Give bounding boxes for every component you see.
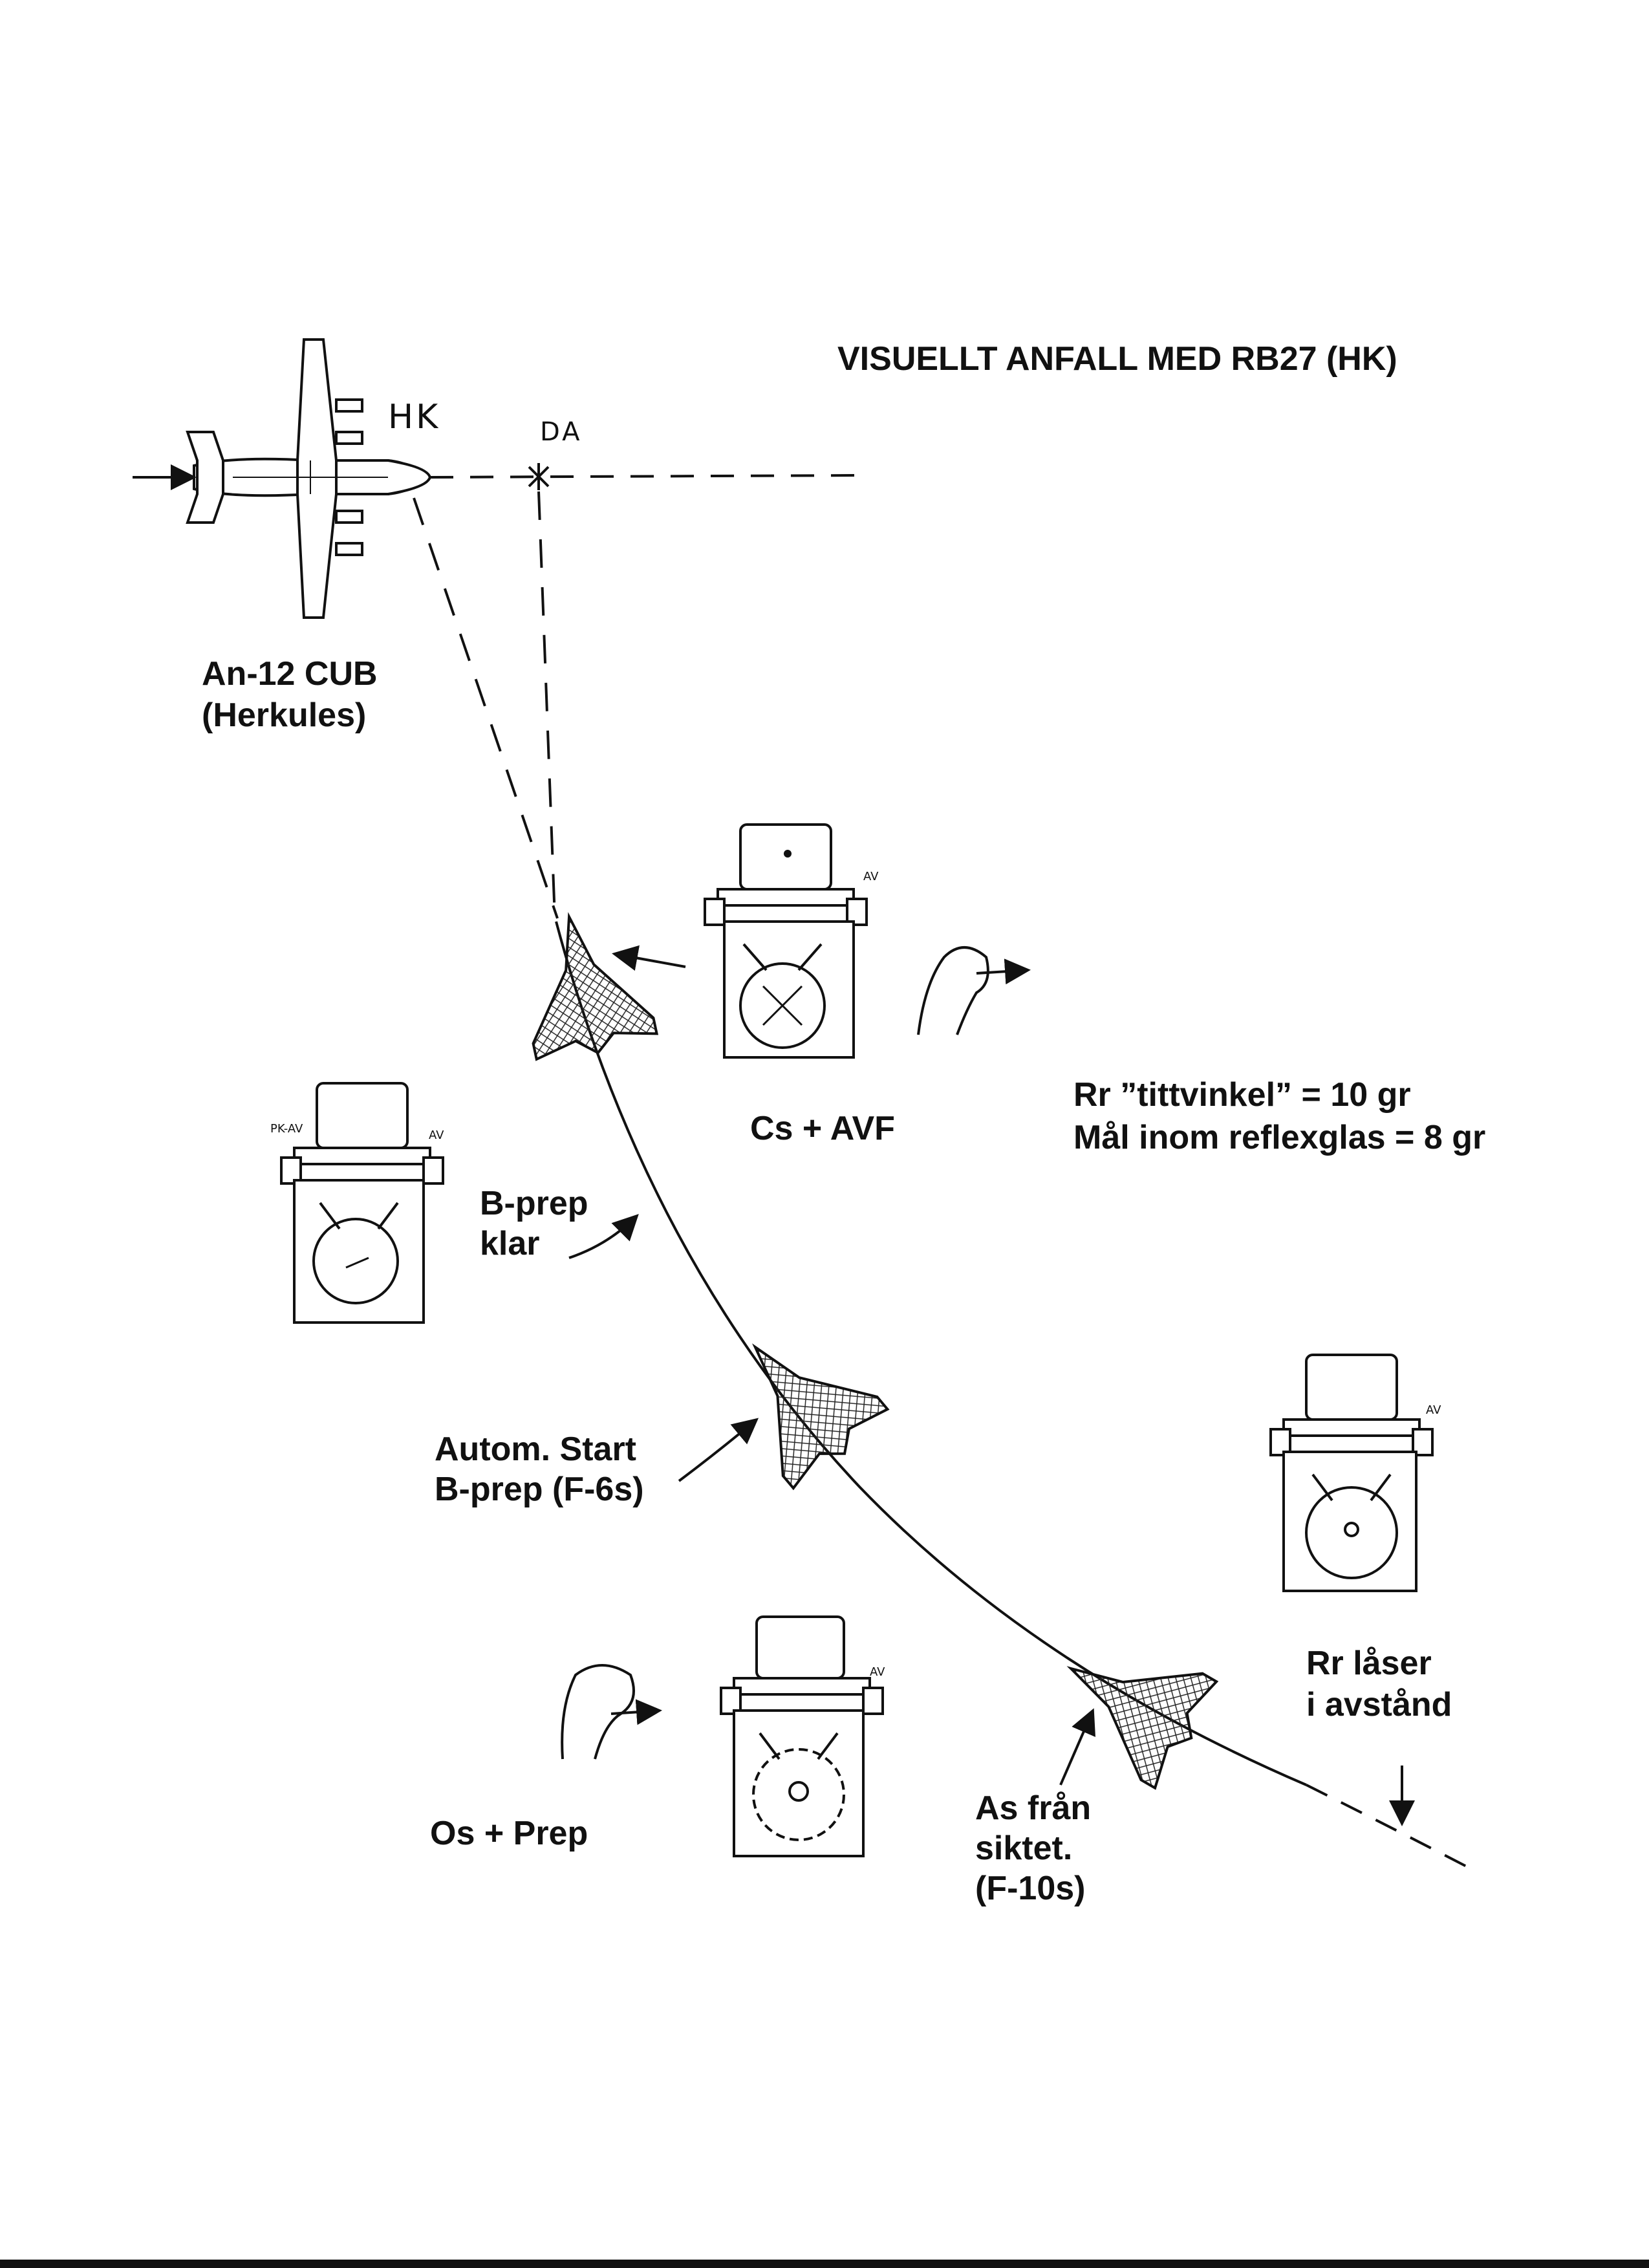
- panel4-av-mark: AV: [870, 1665, 885, 1679]
- label-as-line2: siktet.: [975, 1830, 1073, 1867]
- interceptor-1: [532, 912, 659, 1061]
- target-name: An-12 CUB (Herkules): [202, 653, 378, 736]
- throttle-hand-1: [917, 946, 1031, 1035]
- label-rr-line1: Rr låser: [1306, 1645, 1432, 1682]
- label-rr-laser: Rr låser i avstånd: [1306, 1643, 1452, 1725]
- hk-lead-line: [413, 497, 559, 919]
- label-as-line3: (F-10s): [975, 1870, 1086, 1907]
- diagram-title: VISUELLT ANFALL MED RB27 (HK): [837, 340, 1397, 378]
- label-bprep-klar: B-prep klar: [480, 1183, 588, 1264]
- panel3-av-mark: AV: [1426, 1403, 1441, 1417]
- label-autom-line2: B-prep (F-6s): [435, 1471, 644, 1508]
- label-bprep-line1: B-prep: [480, 1185, 588, 1222]
- interceptor-path-dashed: [1306, 1784, 1478, 1874]
- label-cs-avf: Cs + AVF: [750, 1110, 895, 1147]
- label-autom-line1: Autom. Start: [435, 1431, 636, 1468]
- arrow-bprep-klar: [568, 1214, 639, 1259]
- panel1-av-mark: AV: [863, 870, 879, 883]
- arrow-autom-start: [678, 1418, 759, 1482]
- hk-mark: HK: [388, 398, 441, 437]
- da-point-marker: [528, 463, 550, 490]
- label-as-line1: As från: [975, 1789, 1092, 1827]
- label-os-prep: Os + Prep: [430, 1815, 588, 1852]
- target-name-line2: (Herkules): [202, 697, 367, 734]
- notes-block: Rr ”tittvinkel” = 10 gr Mål inom reflexg…: [1073, 1074, 1485, 1159]
- panel2-pkav-mark: PK-AV: [270, 1122, 303, 1136]
- an12-aircraft: [186, 338, 432, 619]
- page-bottom-rule: [0, 2260, 1649, 2268]
- interceptor-flight-path: [555, 921, 1307, 1786]
- label-as-fran-siktet: As från siktet. (F-10s): [975, 1788, 1091, 1908]
- instrument-panel-4: [720, 1615, 884, 1857]
- target-name-line1: An-12 CUB: [202, 655, 378, 693]
- interceptor-3: [1066, 1666, 1219, 1790]
- instrument-panel-3: [1269, 1354, 1434, 1592]
- arrow-to-interceptor-1: [612, 945, 686, 971]
- throttle-hand-2: [561, 1664, 662, 1760]
- interceptor-2: [752, 1343, 890, 1491]
- label-rr-line2: i avstånd: [1306, 1686, 1452, 1723]
- da-mark: DA: [540, 417, 583, 447]
- label-bprep-line2: klar: [480, 1225, 540, 1262]
- instrument-panel-1: [704, 823, 868, 1059]
- target-track-dashed: [429, 474, 861, 479]
- label-autom-start: Autom. Start B-prep (F-6s): [435, 1429, 644, 1509]
- arrow-as-fran-siktet: [1059, 1708, 1095, 1786]
- panel2-av-mark: AV: [429, 1129, 444, 1142]
- da-lead-line: [537, 491, 556, 919]
- note-tittvinkel: Rr ”tittvinkel” = 10 gr: [1073, 1076, 1411, 1114]
- instrument-panel-2: [280, 1082, 444, 1324]
- note-reflexglas: Mål inom reflexglas = 8 gr: [1073, 1119, 1486, 1156]
